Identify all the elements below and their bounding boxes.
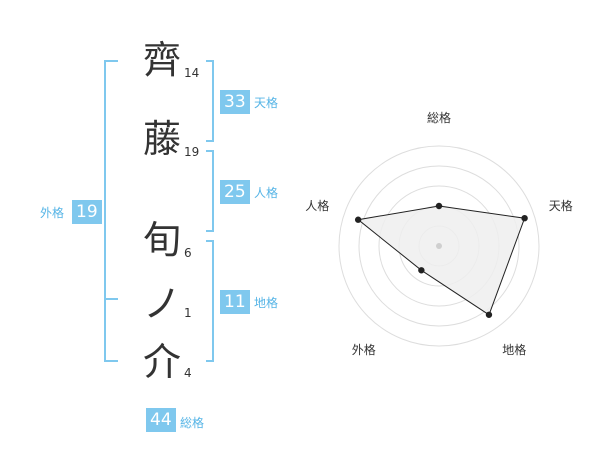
- soukaku-value: 44: [146, 408, 176, 432]
- name-char-5: 介: [142, 340, 181, 384]
- radar-axis-label-2: 天格: [548, 199, 573, 214]
- stroke-count-4: 1: [184, 306, 192, 320]
- radar-polygon: [357, 205, 526, 316]
- chikaku-bracket: [206, 240, 214, 362]
- tenkaku-bracket: [206, 60, 214, 142]
- stroke-count-1: 14: [184, 66, 200, 80]
- gaikaku-bracket: [104, 60, 118, 362]
- gaikaku-bracket-tick: [104, 298, 118, 300]
- stroke-count-2: 19: [184, 145, 200, 159]
- radar-point-2: [521, 214, 528, 222]
- radar-ring-5: [338, 145, 540, 347]
- radar-point-5: [354, 216, 362, 223]
- gaikaku-value: 19: [72, 200, 102, 224]
- stroke-count-3: 6: [184, 246, 192, 260]
- jinkaku-value: 25: [220, 180, 250, 204]
- radar-center-dot: [436, 243, 442, 249]
- radar-chart: 総格天格地格 外格 人格: [300, 110, 580, 380]
- name-char-2: 藤: [142, 117, 181, 161]
- soukaku-label: 総格: [180, 416, 205, 430]
- tenkaku-value: 33: [220, 90, 250, 114]
- chikaku-label: 地格: [254, 296, 279, 310]
- chikaku-value: 11: [220, 290, 250, 314]
- jinkaku-bracket: [206, 150, 214, 232]
- radar-axis-label-5: 人格: [305, 199, 330, 214]
- stroke-count-5: 4: [184, 366, 192, 380]
- name-char-1: 齊: [142, 38, 181, 82]
- radar-point-4: [418, 267, 425, 274]
- radar-svg: [338, 145, 540, 347]
- gaikaku-label: 外格: [40, 206, 65, 220]
- radar-ring-4: [358, 165, 520, 327]
- radar-axis-label-4: 外格: [351, 342, 376, 357]
- name-char-3: 旬: [142, 218, 181, 262]
- radar-point-1: [435, 202, 443, 210]
- radar-point-3: [485, 311, 493, 318]
- radar-axis-label-3: 地格: [502, 342, 527, 357]
- tenkaku-label: 天格: [254, 96, 279, 110]
- name-char-4: ノ: [142, 282, 181, 326]
- radar-axis-label-1: 総格: [427, 111, 452, 125]
- jinkaku-label: 人格: [254, 186, 279, 200]
